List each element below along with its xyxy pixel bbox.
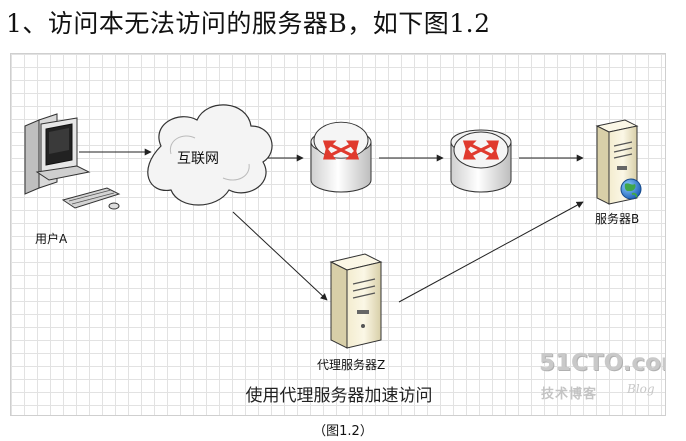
diagram-svg (24, 104, 642, 349)
router-icon (450, 129, 512, 193)
link-internet-proxy (232, 211, 328, 301)
watermark-site: 51CTO.com (539, 350, 665, 376)
node-label-user: 用户A (35, 232, 68, 246)
router-icon (310, 121, 372, 193)
diagram-caption: 使用代理服务器加速访问 (245, 386, 433, 406)
cloud-icon (147, 104, 273, 206)
connection-lines (79, 148, 584, 303)
page-heading: 1、访问本无法访问的服务器B，如下图1.2 (6, 9, 491, 38)
figure-caption: （图1.2） (313, 424, 373, 439)
server-icon (329, 253, 383, 349)
node-label-proxy: 代理服务器Z (317, 358, 386, 372)
watermark-sub: 技术博客 (541, 387, 598, 402)
watermark-blog: Blog (627, 382, 655, 396)
node-label-server-b: 服务器B (595, 212, 640, 226)
desktop-computer-icon (24, 113, 121, 210)
node-label-internet: 互联网 (177, 151, 219, 167)
network-diagram: 互联网 用户A 服务器B 代理服务器Z 使用代理服务器加速访问 51CTO.co… (10, 53, 666, 416)
globe-icon (620, 178, 642, 200)
link-proxy-serverb (398, 201, 584, 303)
site-watermark: 51CTO.com 技术博客 Blog (539, 350, 665, 410)
